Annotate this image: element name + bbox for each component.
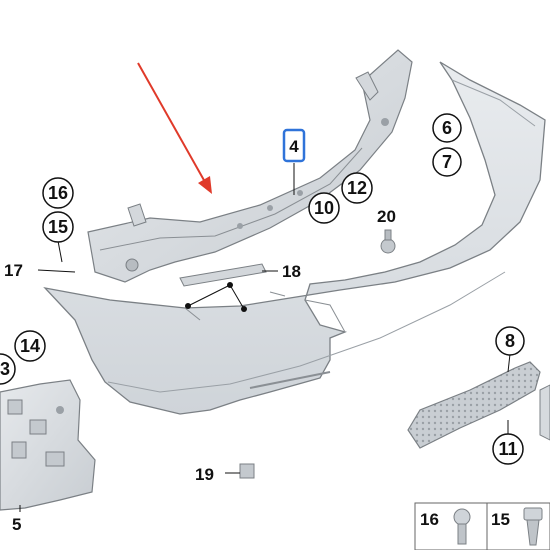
callout-8: 8 xyxy=(495,326,525,356)
svg-text:7: 7 xyxy=(442,152,452,172)
right-edge-part xyxy=(539,384,550,441)
bumper-carrier-bracket xyxy=(87,49,413,283)
legend-tile-16: 16 xyxy=(414,502,488,550)
rear-bumper-cover xyxy=(43,61,546,415)
callout-16: 16 xyxy=(42,177,74,209)
left-side-bracket xyxy=(0,379,96,511)
trim-strip xyxy=(179,263,267,287)
callout-10: 10 xyxy=(308,192,340,224)
svg-text:14: 14 xyxy=(20,336,40,356)
svg-text:11: 11 xyxy=(498,439,517,459)
callout-13: 13 xyxy=(0,353,16,385)
callout-4-highlighted: 4 xyxy=(282,128,306,163)
callout-19: 19 xyxy=(195,465,214,484)
callout-20: 20 xyxy=(377,207,396,226)
callout-5: 5 xyxy=(12,515,21,534)
clip-part-20 xyxy=(380,229,396,254)
callout-6: 6 xyxy=(432,113,462,143)
leader-lines xyxy=(19,163,511,512)
callout-15: 15 xyxy=(42,211,74,243)
svg-text:15: 15 xyxy=(48,217,68,237)
svg-text:12: 12 xyxy=(347,178,367,198)
callout-12: 12 xyxy=(341,172,373,204)
callout-17: 17 xyxy=(4,261,23,280)
svg-text:16: 16 xyxy=(420,510,439,529)
callout-7: 7 xyxy=(432,147,462,177)
svg-text:15: 15 xyxy=(491,510,510,529)
legend-tile-15: 15 xyxy=(486,502,550,550)
callout-11: 11 xyxy=(492,433,524,465)
red-indicator-arrow xyxy=(137,62,212,194)
svg-text:16: 16 xyxy=(48,183,68,203)
svg-text:8: 8 xyxy=(505,331,515,351)
svg-text:4: 4 xyxy=(289,137,299,156)
lower-diffuser-mesh xyxy=(407,361,541,449)
callout-14: 14 xyxy=(14,330,46,362)
svg-text:6: 6 xyxy=(442,118,452,138)
clip-part-19 xyxy=(225,463,255,479)
svg-text:10: 10 xyxy=(314,198,334,218)
svg-text:13: 13 xyxy=(0,359,10,379)
attachment-dots xyxy=(185,282,247,312)
callout-18: 18 xyxy=(282,262,301,281)
